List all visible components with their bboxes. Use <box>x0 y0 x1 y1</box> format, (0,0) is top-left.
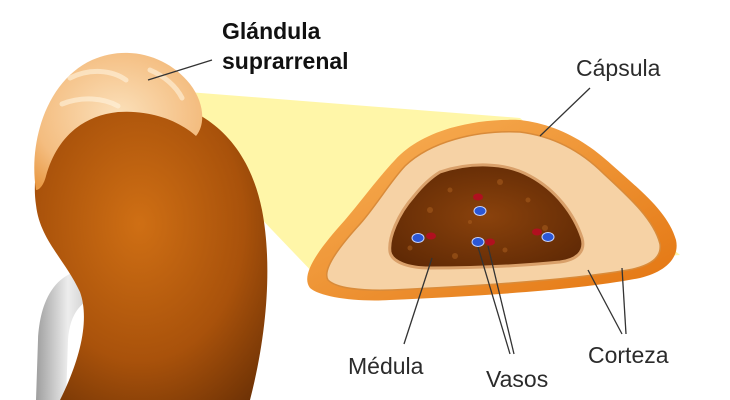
vessel-vein <box>411 233 425 243</box>
title-line-2: suprarrenal <box>222 48 349 74</box>
title-line-1: Glándula <box>222 18 321 44</box>
leader-line-corteza-2 <box>621 267 627 335</box>
leader-line-corteza-1 <box>587 269 623 335</box>
leader-line-medula <box>403 257 433 345</box>
medulla-texture <box>407 179 548 259</box>
leader-lines <box>147 59 627 355</box>
vessel-artery <box>426 232 436 240</box>
leader-line-vasos-2 <box>487 245 515 355</box>
label-capsula: Cápsula <box>576 55 661 81</box>
vessel-vein <box>471 237 485 247</box>
vessel-vein <box>541 232 555 242</box>
label-corteza: Corteza <box>588 342 669 368</box>
leader-line-capsula <box>539 87 591 137</box>
label-medula: Médula <box>348 353 424 379</box>
vessel-artery <box>485 238 495 246</box>
vessel-artery <box>473 193 483 201</box>
adrenal-gland-texture <box>59 67 185 109</box>
vessel-vein <box>473 206 487 216</box>
leader-line-title <box>147 59 213 81</box>
diagram-title: Glándula suprarrenal <box>222 16 349 76</box>
blood-vessels <box>411 193 555 247</box>
cross-section-medulla <box>388 163 585 270</box>
label-vasos: Vasos <box>486 366 549 392</box>
vessel-artery <box>532 228 542 236</box>
adrenal-gland <box>34 52 203 190</box>
kidney <box>34 96 268 400</box>
leader-line-vasos-1 <box>477 246 511 355</box>
